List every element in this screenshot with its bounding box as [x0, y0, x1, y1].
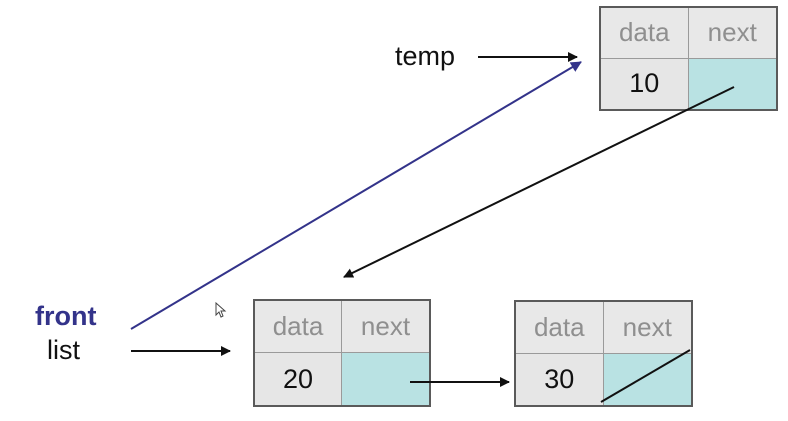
node-20: data next 20 — [253, 299, 431, 407]
next-header: next — [603, 302, 691, 354]
data-header: data — [601, 8, 689, 59]
data-value: 30 — [516, 353, 604, 405]
null-pointer-slash — [600, 349, 691, 403]
front-label: front — [35, 301, 97, 331]
data-value: 10 — [601, 58, 689, 109]
list-label: list — [47, 335, 80, 365]
next-header: next — [342, 301, 429, 353]
data-value: 20 — [255, 353, 342, 405]
node-10: data next 10 — [599, 6, 778, 111]
next-pointer-cell — [688, 58, 776, 109]
next-header: next — [688, 8, 776, 59]
temp-label: temp — [395, 41, 456, 71]
next-pointer-cell — [342, 353, 429, 405]
node-30: data next 30 — [514, 300, 693, 407]
front-arrow — [130, 61, 582, 330]
node10-next-arrow — [343, 86, 735, 278]
data-header: data — [255, 301, 342, 353]
data-header: data — [516, 302, 604, 354]
next-pointer-cell — [603, 353, 691, 405]
